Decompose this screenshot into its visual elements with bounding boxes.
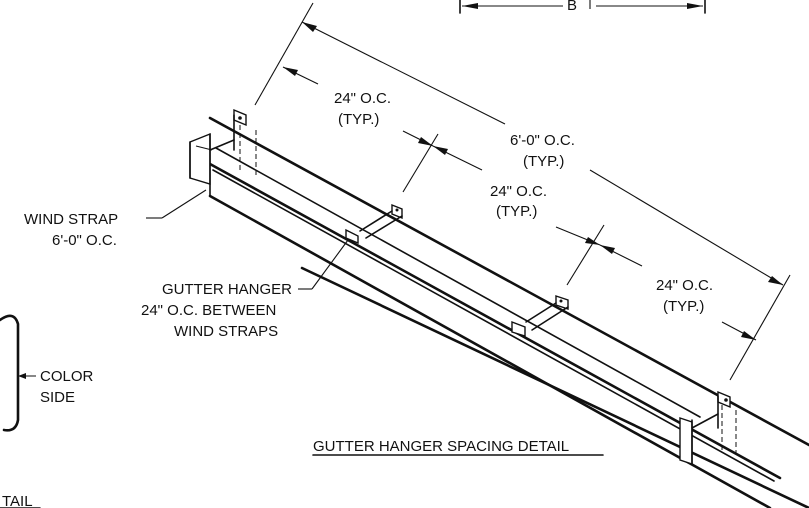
gutter-hanger-callout xyxy=(298,239,349,290)
wind-strap-callout xyxy=(146,189,207,219)
wind-strap-label: WIND STRAP xyxy=(24,211,118,228)
gutter-hanger-between: WIND STRAPS xyxy=(174,323,278,340)
hanger-spacing-label-2: 24" O.C. xyxy=(490,183,547,200)
hanger-spacing-label-1: 24" O.C. xyxy=(334,90,391,107)
color-side-label: COLOR xyxy=(40,368,94,385)
cut-off-title: TAIL xyxy=(2,493,33,508)
hanger-spacing-typ-2: (TYP.) xyxy=(496,203,537,220)
hanger-spacing-typ-1: (TYP.) xyxy=(338,111,379,128)
gutter-hanger-1 xyxy=(345,203,403,245)
wind-strap-right xyxy=(691,390,737,455)
gutter xyxy=(189,116,809,508)
strap-spacing-label: 6'-0" O.C. xyxy=(510,132,575,149)
gutter-hanger-label: GUTTER HANGER xyxy=(162,281,292,298)
color-side-label-2: SIDE xyxy=(40,389,75,406)
color-side-detail xyxy=(0,314,36,432)
hanger-spacing-label-3: 24" O.C. xyxy=(656,277,713,294)
wind-strap-left xyxy=(209,108,257,178)
hanger-spacing-typ-3: (TYP.) xyxy=(663,298,704,315)
gutter-hanger-spacing: 24" O.C. BETWEEN xyxy=(141,302,276,319)
dimension-lines xyxy=(254,2,791,381)
gutter-hanger-2 xyxy=(511,295,569,337)
dimension-b-label: B xyxy=(567,0,577,14)
detail-title: GUTTER HANGER SPACING DETAIL xyxy=(313,438,569,455)
strap-spacing-typ: (TYP.) xyxy=(523,153,564,170)
top-dimension-b: B xyxy=(459,0,706,14)
wind-strap-spacing: 6'-0" O.C. xyxy=(52,232,117,249)
